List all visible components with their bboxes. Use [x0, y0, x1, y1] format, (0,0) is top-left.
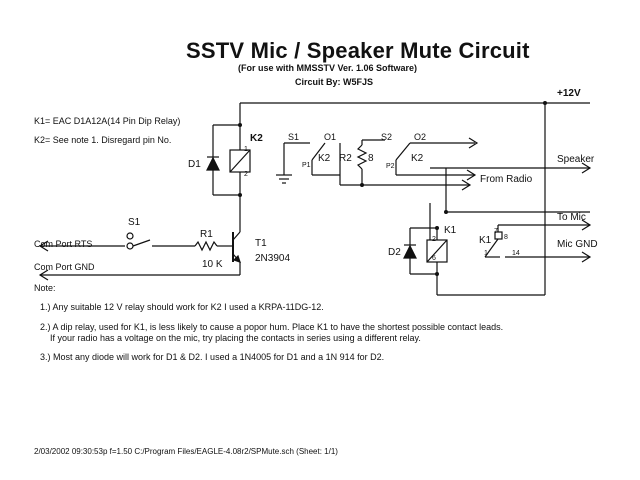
to-mic-label: To Mic [557, 212, 586, 223]
mic-gnd-label: Mic GND [557, 239, 598, 250]
d1-diode [206, 156, 220, 171]
junction [238, 193, 242, 197]
pin-label: 6 [432, 255, 436, 262]
note-3: 3.) Most any diode will work for D1 & D2… [40, 352, 385, 362]
arrow [461, 179, 472, 191]
t1-part-label: 2N3904 [255, 253, 291, 264]
note-1: 1.) Any suitable 12 V relay should work … [40, 302, 324, 312]
junction [435, 272, 439, 276]
note-2-cont: If your radio has a voltage on the mic, … [50, 333, 421, 343]
o2-label: O2 [414, 132, 427, 142]
r1-label: R1 [200, 229, 213, 240]
p2-label: P2 [386, 163, 395, 170]
k2-contact-a [311, 142, 326, 161]
page-title: SSTV Mic / Speaker Mute Circuit [186, 38, 530, 63]
o1-label: O1 [324, 132, 337, 142]
pin-label: 2 [432, 236, 436, 243]
com-gnd-label: Com Port GND [34, 262, 95, 272]
r1-value-label: 10 K [202, 259, 223, 270]
arrow-from-radio [468, 137, 479, 149]
pin-label: 8 [504, 234, 508, 241]
t1-emitter-arrow [232, 254, 241, 263]
k1-part-note: K1= EAC D1A12A(14 Pin Dip Relay) [34, 116, 181, 126]
junction [238, 123, 242, 127]
r2-pin-label: 8 [368, 153, 374, 164]
arrow-mic-gnd [581, 251, 592, 263]
r2-resistor [356, 144, 368, 170]
arrow-gnd [38, 269, 49, 281]
supply-label: +12V [557, 88, 581, 99]
d1-label: D1 [188, 159, 201, 170]
wire [232, 231, 241, 241]
author: Circuit By: W5FJS [295, 77, 374, 87]
k2-contact-b-label: K2 [411, 153, 424, 164]
k1-contact-label: K1 [479, 235, 492, 246]
arrow-speaker [581, 162, 592, 174]
pin-label: 7 [494, 228, 498, 235]
junction [444, 210, 448, 214]
s2-label: S2 [381, 132, 393, 142]
r1-resistor [194, 240, 218, 252]
pin-label: 14 [512, 250, 520, 257]
t1-label: T1 [255, 238, 267, 249]
d2-label: D2 [388, 247, 401, 258]
junction [360, 183, 364, 187]
subtitle: (For use with MMSSTV Ver. 1.06 Software) [238, 63, 418, 73]
pin-label: 2 [244, 171, 248, 178]
k1-contact [484, 238, 499, 258]
k1-coil-label: K1 [444, 225, 457, 236]
s1-switch-label: S1 [288, 132, 300, 142]
pin-label: 1 [244, 146, 248, 153]
k2-part-note: K2= See note 1. Disregard pin No. [34, 135, 172, 145]
s1-lever [132, 239, 151, 247]
k2-coil-label: K2 [250, 133, 263, 144]
k2-contact-a-label: K2 [318, 153, 331, 164]
d2-diode [403, 244, 417, 259]
p1-label: P1 [302, 162, 311, 169]
arrow-to-mic [581, 219, 592, 231]
k2-contact-b [395, 142, 411, 161]
note-2: 2.) A dip relay, used for K1, is less li… [40, 322, 504, 332]
r2-label: R2 [339, 153, 352, 164]
wire [426, 239, 448, 263]
s1-contact [126, 242, 134, 250]
from-radio-label: From Radio [480, 174, 533, 185]
footer-path: 2/03/2002 09:30:53p f=1.50 C:/Program Fi… [34, 447, 338, 456]
junction [435, 226, 439, 230]
com-rts-label: Com Port RTS [34, 239, 93, 249]
wire [229, 149, 251, 173]
pin-label: 1 [484, 250, 488, 257]
junction [543, 101, 547, 105]
notes-heading: Note: [34, 283, 56, 293]
s1-label: S1 [128, 217, 141, 228]
arrow-rts [38, 240, 49, 252]
speaker-label: Speaker [557, 154, 595, 165]
arrow [466, 169, 477, 181]
s1-contact-b [126, 232, 134, 240]
